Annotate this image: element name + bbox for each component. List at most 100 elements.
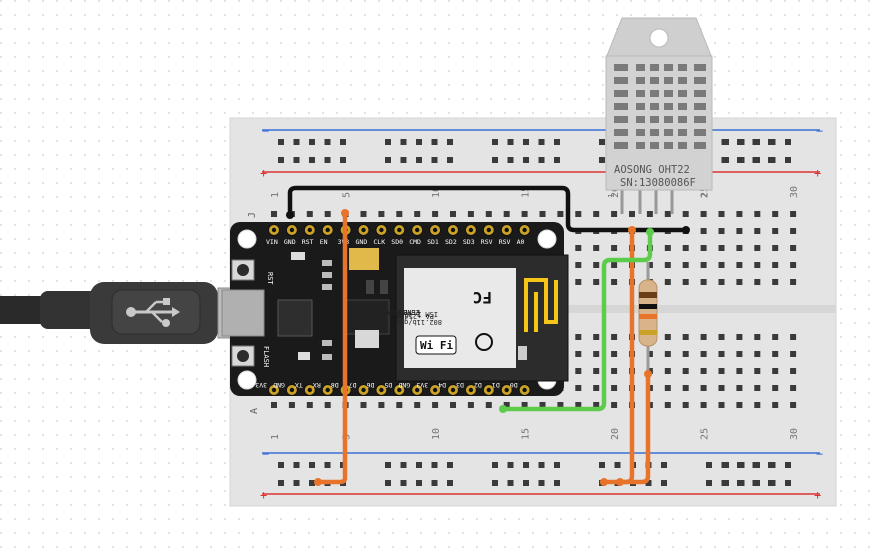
breadboard-hole bbox=[575, 351, 582, 357]
pin-label-top: GND bbox=[356, 238, 368, 246]
breadboard-hole bbox=[700, 385, 707, 391]
rail-hole bbox=[554, 480, 560, 486]
rail-hole bbox=[507, 480, 514, 486]
sensor-serial-label: SN:13080086F bbox=[620, 177, 696, 189]
breadboard-hole bbox=[682, 211, 689, 217]
breadboard-hole bbox=[396, 402, 403, 408]
rail-hole bbox=[447, 139, 453, 145]
rail-hole bbox=[554, 462, 560, 468]
flash-button-cap bbox=[237, 350, 249, 362]
breadboard-hole bbox=[772, 279, 779, 285]
breadboard-hole bbox=[396, 211, 403, 217]
row-number-top: 10 bbox=[431, 186, 442, 198]
breadboard-hole bbox=[754, 402, 761, 408]
breadboard-hole bbox=[790, 385, 797, 391]
rail-hole bbox=[385, 157, 391, 163]
mount-hole bbox=[237, 370, 257, 390]
wire-end bbox=[286, 211, 294, 219]
wifi-logo-text: Wi Fi bbox=[420, 339, 453, 352]
pin-label-top: SD2 bbox=[445, 238, 457, 246]
sensor-vent bbox=[636, 129, 645, 136]
rail-hole bbox=[507, 157, 514, 163]
rail-hole bbox=[723, 139, 729, 145]
antenna-trace bbox=[524, 278, 558, 332]
breadboard-hole bbox=[772, 228, 779, 234]
pin-hole bbox=[307, 227, 312, 233]
breadboard-hole bbox=[539, 402, 546, 408]
breadboard-hole bbox=[682, 351, 689, 357]
rail-hole bbox=[278, 139, 284, 145]
sensor-vent bbox=[678, 129, 687, 136]
breadboard-hole bbox=[736, 402, 743, 408]
breadboard-hole bbox=[485, 402, 492, 408]
rail-hole bbox=[523, 157, 529, 163]
sensor-vent bbox=[650, 64, 659, 71]
rail-hole bbox=[309, 139, 315, 145]
breadboard-hole bbox=[772, 368, 779, 374]
sensor-vent bbox=[694, 142, 706, 149]
rail-minus-sign: − bbox=[262, 447, 269, 461]
sensor-vent bbox=[614, 90, 628, 97]
breadboard-hole bbox=[700, 228, 707, 234]
pin-label-top: SD3 bbox=[463, 238, 475, 246]
wire-end bbox=[341, 209, 349, 217]
wifi-logo bbox=[415, 335, 457, 355]
breadboard-hole bbox=[664, 368, 671, 374]
rail-hole bbox=[769, 157, 776, 163]
rail-hole bbox=[400, 139, 407, 145]
sensor-vent bbox=[636, 103, 645, 110]
sensor-vent bbox=[614, 129, 628, 136]
sensor-vent bbox=[664, 90, 673, 97]
breadboard-hole bbox=[646, 262, 653, 268]
breadboard-hole bbox=[700, 211, 707, 217]
pin-hole bbox=[468, 387, 474, 393]
rail-minus-sign: − bbox=[262, 124, 269, 138]
breadboard-hole bbox=[682, 279, 689, 285]
row-number-bottom: 15 bbox=[521, 428, 532, 440]
rail-hole bbox=[723, 462, 729, 468]
rail-hole bbox=[340, 157, 346, 163]
rail-plus-sign: + bbox=[260, 166, 267, 180]
rail-hole bbox=[523, 139, 529, 145]
sensor-vent bbox=[678, 90, 687, 97]
wire-green-data bbox=[500, 229, 653, 412]
breadboard-hole bbox=[611, 385, 618, 391]
rail-hole bbox=[507, 462, 514, 468]
breadboard-hole bbox=[611, 402, 618, 408]
row-number-top: 25 bbox=[700, 186, 711, 198]
breadboard-hole bbox=[772, 245, 779, 251]
rail-hole bbox=[416, 139, 422, 145]
rail-hole bbox=[309, 462, 315, 468]
mount-hole bbox=[537, 229, 557, 249]
sensor-vent bbox=[694, 64, 706, 71]
smd-part bbox=[518, 346, 527, 360]
rail-hole bbox=[340, 139, 346, 145]
breadboard-hole bbox=[629, 211, 635, 217]
breadboard-hole bbox=[754, 351, 761, 357]
rail-hole bbox=[599, 462, 605, 468]
rail-hole bbox=[293, 139, 300, 145]
smd-part bbox=[322, 340, 332, 346]
pin-label-top: SD1 bbox=[427, 238, 439, 246]
rail-hole bbox=[400, 480, 407, 486]
breadboard-hole bbox=[790, 351, 797, 357]
flash-button-label: FLASH bbox=[262, 346, 270, 367]
rail-hole bbox=[523, 480, 529, 486]
rail-hole bbox=[416, 157, 422, 163]
row-number-top: 20 bbox=[610, 186, 621, 198]
col-letter-j: J bbox=[247, 212, 258, 218]
breadboard-hole bbox=[611, 211, 618, 217]
breadboard-hole bbox=[700, 334, 707, 340]
pin-label-bottom: D1 bbox=[492, 381, 500, 389]
sensor-vent bbox=[636, 90, 645, 97]
resistor-body bbox=[638, 279, 658, 347]
breadboard-hole bbox=[790, 402, 797, 408]
sensor-vent bbox=[636, 64, 645, 71]
breadboard-hole bbox=[271, 402, 277, 408]
breadboard-hole bbox=[736, 262, 743, 268]
sensor-vent bbox=[678, 64, 687, 71]
rail-hole bbox=[400, 462, 407, 468]
row-number-bottom: 10 bbox=[431, 428, 442, 440]
